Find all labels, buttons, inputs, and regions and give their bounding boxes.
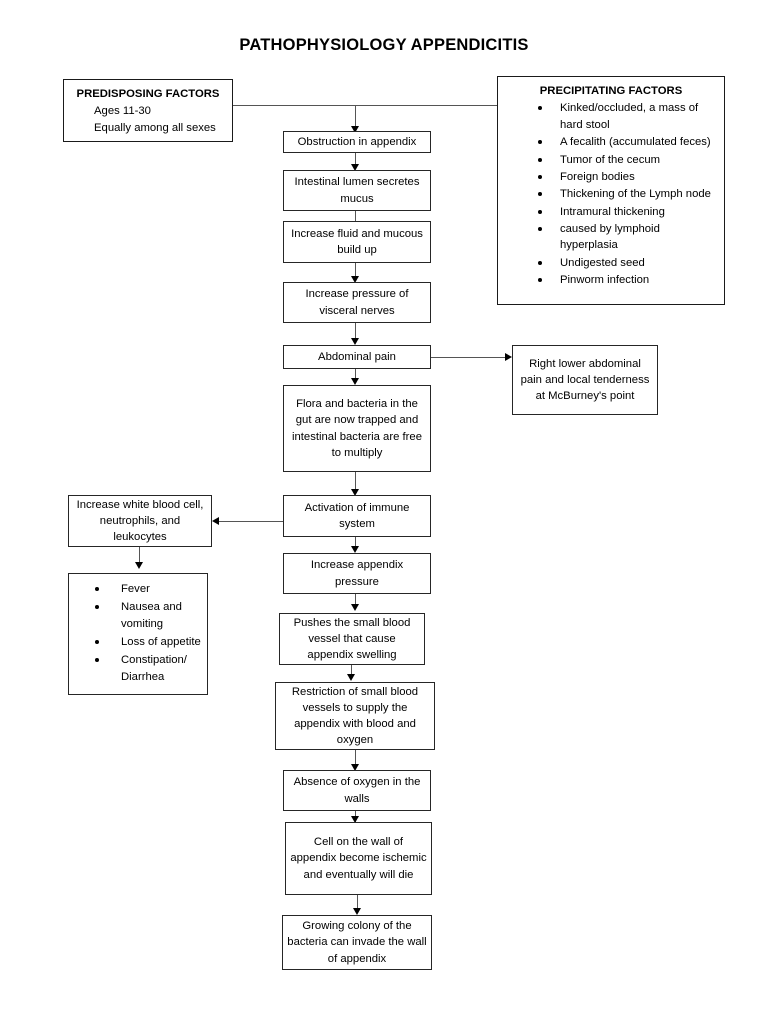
predisposing-line-1: Ages 11-30 [94,105,151,118]
connector-wbc-symptoms [139,547,141,564]
predisposing-factors-lines: Ages 11-30 Equally among all sexes [64,103,232,136]
arrow-into-cell [351,816,359,823]
connector-cell-growing [357,895,359,911]
flow-box-obstruction: Obstruction in appendix [283,131,431,153]
connector-appendix-pressure-pushes [355,594,357,606]
branch-box-mcburney-label: Right lower abdominal pain and local ten… [520,357,650,403]
flow-box-flora: Flora and bacteria in the gut are now tr… [283,385,431,472]
list-item: Constipation/ Diarrhea [95,652,203,685]
list-item: Nausea and vomiting [95,599,203,632]
connector-pain-flora [355,369,357,380]
list-item: Intramural thickening [538,204,718,220]
precipitating-factors-panel: PRECIPITATING FACTORS Kinked/occluded, a… [497,76,725,305]
flow-box-restriction: Restriction of small blood vessels to su… [275,682,435,750]
arrow-into-restriction [347,674,355,681]
flow-box-lumen: Intestinal lumen secretes mucus [283,170,431,211]
precipitating-factors-heading: PRECIPITATING FACTORS [539,85,683,97]
list-item: Fever [95,581,203,597]
arrow-into-mcburney [505,353,512,361]
connector-factors-to-obstruction [355,105,357,128]
list-item: Undigested seed [538,255,718,271]
predisposing-factors-heading: PREDISPOSING FACTORS [76,88,220,100]
arrow-into-obstruction [351,126,359,133]
flow-box-fluid: Increase fluid and mucous build up [283,221,431,263]
flow-box-pushes: Pushes the small blood vessel that cause… [279,613,425,665]
list-item: Thickening of the Lymph node [538,186,718,202]
predisposing-factors-panel: PREDISPOSING FACTORS Ages 11-30 Equally … [63,79,233,142]
branch-box-wbc-label: Increase white blood cell, neutrophils, … [76,498,204,544]
connector-flora-immune [355,472,357,492]
flow-box-growing-label: Growing colony of the bacteria can invad… [287,920,427,965]
flow-box-pressure: Increase pressure of visceral nerves [283,282,431,323]
flow-box-pressure-label: Increase pressure of visceral nerves [305,288,409,317]
connector-obstruction-lumen [355,153,357,167]
flow-box-pushes-label: Pushes the small blood vessel that cause… [293,616,411,662]
arrow-into-growing [353,908,361,915]
list-item: Loss of appetite [95,634,203,650]
connector-factors-horizontal [233,105,497,107]
arrow-into-pain [351,338,359,345]
flow-box-lumen-label: Intestinal lumen secretes mucus [294,176,420,205]
flow-box-restriction-label: Restriction of small blood vessels to su… [291,685,419,747]
precipitating-factors-list: Kinked/occluded, a mass of hard stool A … [498,100,724,288]
arrow-into-wbc [212,517,219,525]
arrow-into-pushes [351,604,359,611]
flow-box-fluid-label: Increase fluid and mucous build up [291,227,423,256]
connector-immune-appendix-pressure [355,537,357,548]
arrow-into-symptoms [135,562,143,569]
list-item: Kinked/occluded, a mass of hard stool [538,100,718,133]
predisposing-line-2: Equally among all sexes [94,121,216,134]
flow-box-abdominal-pain-label: Abdominal pain [318,350,396,363]
arrow-into-lumen [351,164,359,171]
branch-box-mcburney: Right lower abdominal pain and local ten… [512,345,658,415]
connector-immune-to-wbc [219,521,283,523]
flow-box-abdominal-pain: Abdominal pain [283,345,431,369]
connector-fluid-pressure [355,263,357,280]
connector-pushes-restriction [351,665,353,676]
flow-box-appendix-pressure: Increase appendix pressure [283,553,431,594]
flow-box-obstruction-label: Obstruction in appendix [297,135,417,148]
flow-box-cell: Cell on the wall of appendix become isch… [285,822,432,895]
arrow-into-flora [351,378,359,385]
flow-box-flora-label: Flora and bacteria in the gut are now tr… [292,398,422,459]
list-item: Foreign bodies [538,169,718,185]
flow-box-absence: Absence of oxygen in the walls [283,770,431,811]
arrow-into-pressure [351,276,359,283]
flow-box-growing: Growing colony of the bacteria can invad… [282,915,432,970]
branch-box-wbc: Increase white blood cell, neutrophils, … [68,495,212,547]
flow-box-absence-label: Absence of oxygen in the walls [293,776,421,805]
flow-box-immune: Activation of immune system [283,495,431,537]
symptoms-list: Fever Nausea and vomiting Loss of appeti… [69,581,207,687]
list-item: Pinworm infection [538,272,718,288]
flow-box-appendix-pressure-label: Increase appendix pressure [310,559,404,588]
connector-pain-to-mcburney [431,357,505,359]
branch-box-symptoms: Fever Nausea and vomiting Loss of appeti… [68,573,208,695]
list-item: caused by lymphoid hyperplasia [538,221,718,254]
page-title: PATHOPHYSIOLOGY APPENDICITIS [239,36,529,54]
list-item: A fecalith (accumulated feces) [538,134,718,150]
connector-pressure-pain [355,323,357,341]
arrow-into-absence [351,764,359,771]
arrow-into-appendix-pressure [351,546,359,553]
connector-restriction-absence [355,750,357,766]
list-item: Tumor of the cecum [538,152,718,168]
arrow-into-immune [351,489,359,496]
connector-lumen-fluid [355,211,357,225]
flow-box-immune-label: Activation of immune system [304,501,410,530]
flow-box-cell-label: Cell on the wall of appendix become isch… [290,836,427,881]
